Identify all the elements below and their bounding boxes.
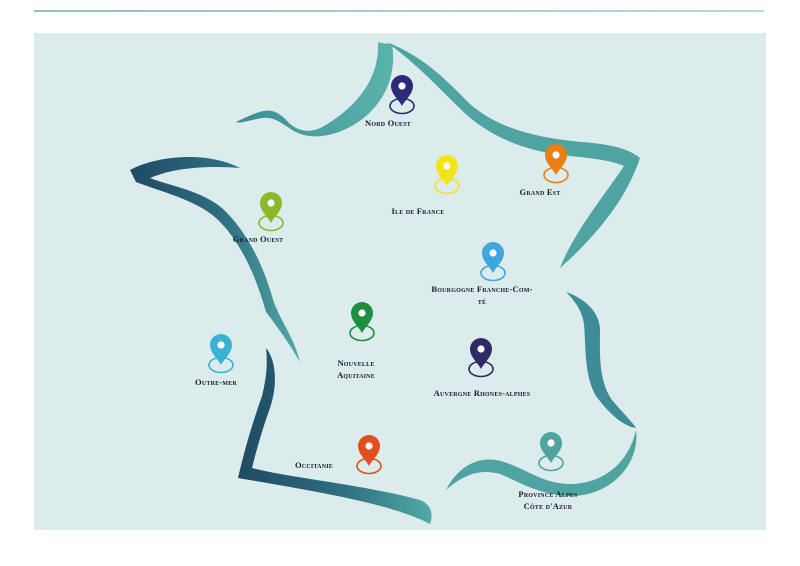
region-label-line: Bourgogne Franche-Com-	[431, 284, 532, 294]
region-marker-grand-ouest[interactable]: Grand Ouest	[233, 192, 284, 244]
pin-dot	[267, 199, 275, 207]
map-pin-icon	[482, 242, 504, 273]
outline-west	[130, 156, 300, 362]
map-pin-icon	[436, 155, 458, 186]
region-marker-ile-de-france[interactable]: Ile de France	[391, 155, 460, 216]
region-label: Bourgogne Franche-Com-té	[431, 284, 532, 306]
region-label: Grand Est	[520, 187, 561, 197]
region-label: Nord Ouest	[365, 118, 411, 128]
map-pin-icon	[540, 432, 562, 463]
region-label: Grand Ouest	[233, 234, 284, 244]
region-label-line: Nord Ouest	[365, 118, 411, 128]
region-label: Outre-mer	[195, 377, 237, 387]
outline-southeast	[446, 430, 637, 496]
region-label-line: Province Alpes	[518, 489, 578, 499]
region-marker-auvergne[interactable]: Auvergne Rhones-alphes	[434, 338, 531, 398]
pin-dot	[365, 442, 373, 450]
region-label: Ile de France	[391, 206, 444, 216]
region-marker-outre-mer[interactable]: Outre-mer	[195, 334, 237, 387]
pin-dot	[477, 345, 485, 353]
region-marker-grand-est[interactable]: Grand Est	[520, 144, 569, 197]
region-label-line: Aquitaine	[337, 370, 375, 380]
outline-east	[566, 292, 636, 428]
pin-dot	[398, 82, 406, 90]
pin-dot	[547, 439, 555, 447]
map-pin-icon	[391, 75, 413, 106]
region-label-line: Nouvelle	[337, 358, 374, 368]
france-outline	[130, 42, 640, 524]
top-divider	[34, 10, 764, 12]
region-label: Auvergne Rhones-alphes	[434, 388, 531, 398]
region-marker-bourgogne[interactable]: Bourgogne Franche-Com-té	[431, 242, 532, 306]
region-label-line: Grand Est	[520, 187, 561, 197]
region-label-line: Côte d'Azur	[524, 501, 573, 511]
map-pin-icon	[210, 334, 232, 365]
region-marker-occitanie[interactable]: Occitanie	[295, 435, 382, 475]
region-label-line: té	[478, 296, 486, 306]
map-pin-icon	[351, 302, 373, 333]
pin-dot	[443, 162, 451, 170]
outline-north-arc	[236, 42, 394, 137]
map-pin-icon	[470, 338, 492, 369]
region-label-line: Grand Ouest	[233, 234, 284, 244]
region-label-line: Occitanie	[295, 460, 333, 470]
region-label-line: Ile de France	[391, 206, 444, 216]
outline-southwest	[238, 348, 432, 524]
region-label-line: Auvergne Rhones-alphes	[434, 388, 531, 398]
region-label: Occitanie	[295, 460, 333, 470]
map-pin-icon	[358, 435, 380, 466]
pin-dot	[489, 249, 497, 257]
map-background	[34, 33, 766, 530]
pin-dot	[217, 341, 225, 349]
pin-dot	[358, 309, 366, 317]
region-label-line: Outre-mer	[195, 377, 237, 387]
region-marker-nord-ouest[interactable]: Nord Ouest	[365, 75, 415, 128]
map-pin-icon	[260, 192, 282, 223]
outline-northeast	[386, 42, 640, 268]
pin-dot	[552, 151, 560, 159]
map-pin-icon	[545, 144, 567, 175]
